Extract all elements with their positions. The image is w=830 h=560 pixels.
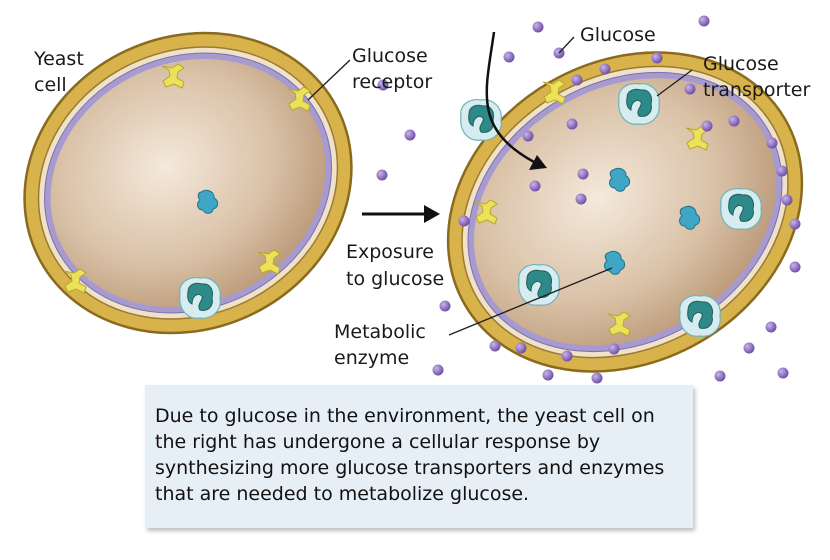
glucose-transporter-icon (618, 83, 660, 125)
glucose-label: Glucose (580, 24, 656, 46)
glucose-molecule (577, 168, 589, 180)
glucose-molecule (743, 342, 755, 354)
caption-text: Due to glucose in the environment, the y… (155, 405, 665, 505)
glucose-molecule (529, 180, 541, 192)
glucose-molecule (404, 129, 416, 141)
glucose-transporter-icon (679, 295, 721, 337)
glucose-molecule (377, 79, 389, 91)
glucose-molecule (439, 300, 451, 312)
yeast-cell-label: Yeast (33, 48, 84, 70)
glucose-molecule (776, 165, 788, 177)
yeast-cell-label: cell (34, 74, 67, 96)
caption-box: Due to glucose in the environment, the y… (145, 385, 693, 528)
glucose-molecule (765, 321, 777, 333)
exposure-label: to glucose (346, 268, 444, 290)
glucose-molecule (781, 194, 793, 206)
glucose-molecule (432, 364, 444, 376)
right-yeast-cell (446, 51, 804, 373)
glucose-molecule (789, 218, 801, 230)
glucose-molecule (684, 83, 696, 95)
glucose-molecule (591, 372, 603, 384)
glucose-molecule (561, 350, 573, 362)
left-cytoplasm (50, 58, 326, 308)
glucose-molecule (599, 63, 611, 75)
glucose-molecule (489, 340, 501, 352)
glucose-molecule (566, 118, 578, 130)
glucose-molecule (542, 369, 554, 381)
glucose-molecule (522, 130, 534, 142)
glucose-transporter-icon (460, 99, 502, 141)
glucose-molecule (532, 21, 544, 33)
glucose-molecule (777, 367, 789, 379)
metabolic-enzyme-label: enzyme (334, 347, 409, 369)
glucose-transporter-label: transporter (703, 79, 810, 101)
glucose-molecule (698, 15, 710, 27)
glucose-molecules (376, 15, 801, 384)
glucose-transporter-icon (179, 277, 221, 319)
glucose-molecule (789, 261, 801, 273)
glucose-molecule (651, 52, 663, 64)
glucose-receptor-label: Glucose (352, 45, 428, 67)
glucose-transporter-label: Glucose (703, 53, 779, 75)
glucose-molecule (714, 370, 726, 382)
exposure-label: Exposure (346, 241, 434, 263)
leader-lines (307, 36, 693, 336)
arrow-right-icon (362, 205, 440, 223)
glucose-transporter-icon (518, 264, 560, 306)
glucose-transporter-icon (720, 188, 762, 230)
glucose-molecule (458, 215, 470, 227)
glucose-molecule (728, 115, 740, 127)
glucose-molecule (571, 74, 583, 86)
metabolic-enzyme-label: Metabolic (334, 321, 426, 343)
glucose-molecule (701, 120, 713, 132)
glucose-molecule (608, 343, 620, 355)
glucose-molecule (575, 193, 587, 205)
glucose-molecule (376, 169, 388, 181)
glucose-molecule (515, 342, 527, 354)
glucose-molecule (766, 137, 778, 149)
glucose-molecule (503, 51, 515, 63)
left-yeast-cell (23, 31, 353, 335)
curved-arrow-icon (485, 31, 547, 170)
glucose-receptor-label: receptor (352, 71, 432, 93)
